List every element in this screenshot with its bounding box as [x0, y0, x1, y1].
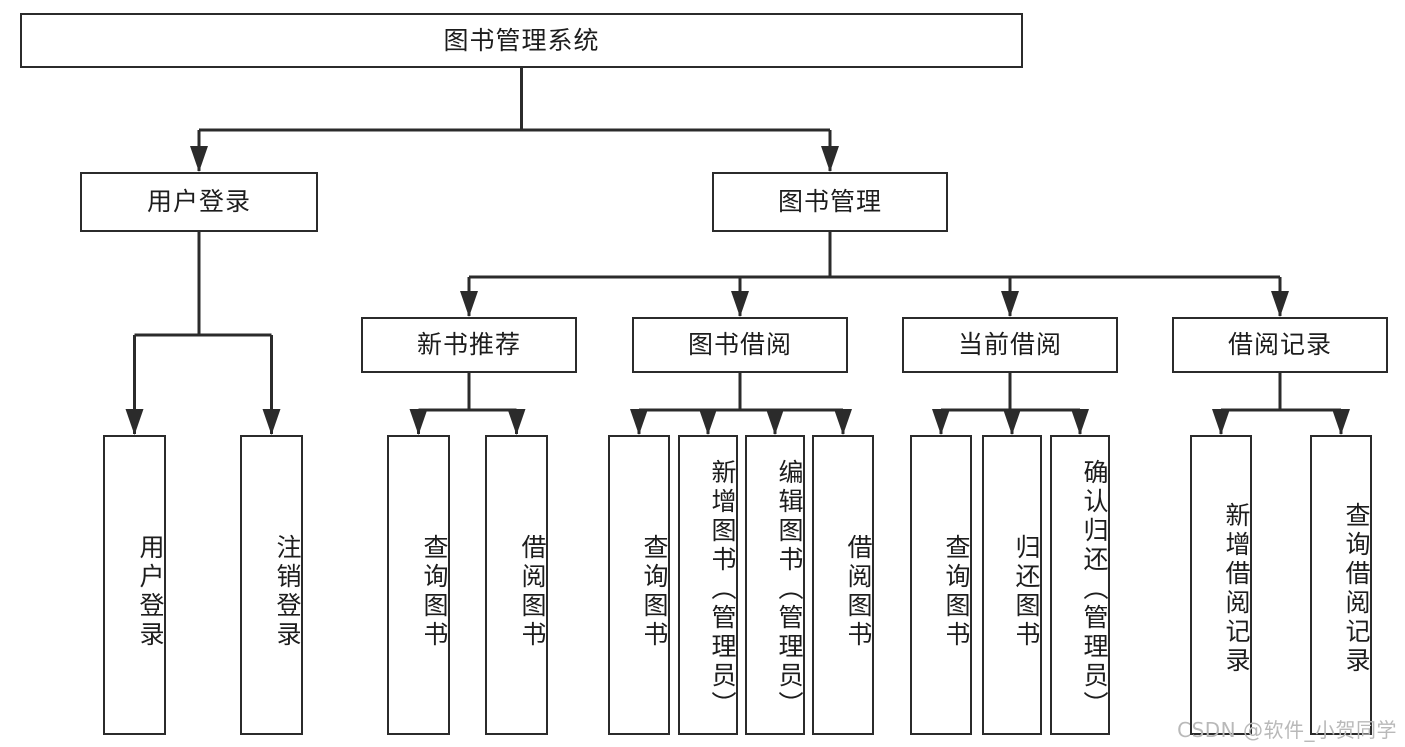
node-leaf-rec-borrow[interactable]: 借阅图书: [485, 435, 548, 735]
node-label: 借阅记录: [1227, 330, 1332, 360]
node-borrow-record[interactable]: 借阅记录: [1172, 317, 1388, 373]
edge-arrowhead: [932, 409, 950, 435]
edge-arrowhead: [262, 409, 281, 435]
node-leaf-rec-query[interactable]: 查询图书: [387, 435, 450, 735]
edge-arrowhead: [1332, 409, 1350, 435]
node-label: 借阅图书: [518, 534, 547, 650]
edge-arrowhead: [460, 291, 478, 317]
edge-arrowhead: [699, 409, 717, 435]
node-label: 查询图书: [942, 534, 971, 650]
node-label: 图书管理: [777, 187, 882, 217]
edge-arrowhead: [190, 146, 208, 172]
watermark: CSDN @软件_小贺同学: [1177, 718, 1397, 742]
node-leaf-bb-borrow[interactable]: 借阅图书: [812, 435, 874, 735]
node-leaf-user-logout[interactable]: 注销登录: [240, 435, 303, 735]
node-label: 新增图书（管理员）: [708, 458, 737, 720]
edge-arrowhead: [125, 409, 144, 435]
node-label: 图书管理系统: [443, 25, 600, 55]
node-label: 借阅图书: [844, 534, 873, 650]
edge-arrowhead: [409, 409, 428, 435]
node-label: 用户登录: [136, 534, 165, 650]
node-label: 图书借阅: [687, 330, 792, 360]
edge-arrowhead: [731, 291, 749, 317]
node-label: 新增借阅记录: [1222, 502, 1251, 676]
node-leaf-cb-confirm[interactable]: 确认归还（管理员）: [1050, 435, 1110, 735]
node-leaf-cb-return[interactable]: 归还图书: [982, 435, 1042, 735]
node-current-borrow[interactable]: 当前借阅: [902, 317, 1118, 373]
node-root[interactable]: 图书管理系统: [20, 13, 1023, 68]
node-label: 查询借阅记录: [1342, 502, 1371, 676]
node-leaf-bb-edit[interactable]: 编辑图书（管理员）: [745, 435, 805, 735]
edge-arrowhead: [821, 146, 839, 172]
node-user-login[interactable]: 用户登录: [80, 172, 318, 232]
edge-arrowhead: [1271, 291, 1289, 317]
node-label: 确认归还（管理员）: [1080, 458, 1109, 720]
node-label: 编辑图书（管理员）: [775, 458, 804, 720]
edge-arrowhead: [1001, 291, 1019, 317]
node-label: 归还图书: [1012, 534, 1041, 650]
node-label: 注销登录: [273, 534, 302, 650]
edge-arrowhead: [630, 409, 648, 435]
edge-arrowhead: [507, 409, 526, 435]
node-label: 新书推荐: [416, 330, 521, 360]
edge-arrowhead: [834, 409, 852, 435]
edge-arrowhead: [1212, 409, 1230, 435]
node-label: 当前借阅: [957, 330, 1062, 360]
node-book-manage[interactable]: 图书管理: [712, 172, 948, 232]
node-label: 查询图书: [640, 534, 669, 650]
node-leaf-br-query[interactable]: 查询借阅记录: [1310, 435, 1372, 735]
node-label: 用户登录: [146, 187, 251, 217]
node-leaf-bb-query[interactable]: 查询图书: [608, 435, 670, 735]
node-leaf-br-add[interactable]: 新增借阅记录: [1190, 435, 1252, 735]
edge-arrowhead: [1071, 409, 1089, 435]
node-leaf-user-login[interactable]: 用户登录: [103, 435, 166, 735]
node-leaf-cb-query[interactable]: 查询图书: [910, 435, 972, 735]
node-label: 查询图书: [420, 534, 449, 650]
node-new-book-rec[interactable]: 新书推荐: [361, 317, 577, 373]
node-book-borrow[interactable]: 图书借阅: [632, 317, 848, 373]
node-leaf-bb-add[interactable]: 新增图书（管理员）: [678, 435, 738, 735]
edge-arrowhead: [1003, 409, 1021, 435]
edge-arrowhead: [766, 409, 784, 435]
